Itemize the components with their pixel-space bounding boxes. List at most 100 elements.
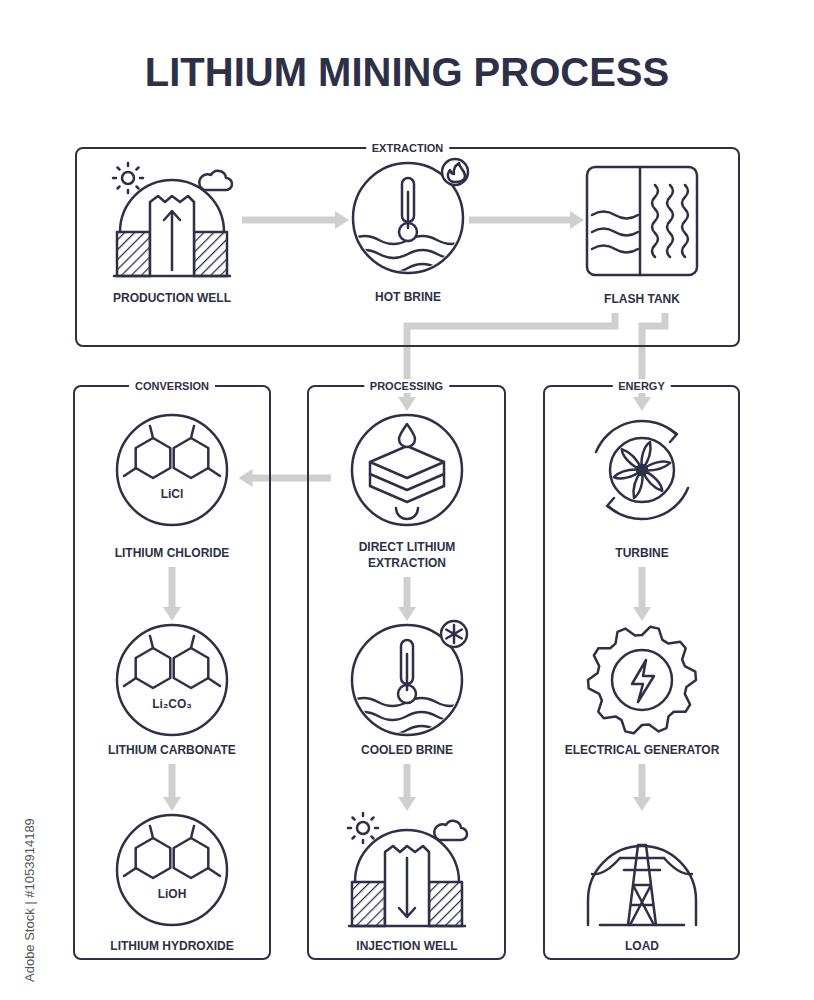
- molecule-circle: [117, 815, 227, 925]
- load-icon: [588, 845, 696, 925]
- step-label: HOT BRINE: [375, 289, 441, 305]
- flow-arrow: [242, 211, 349, 229]
- flow-arrow: [163, 764, 181, 811]
- icon-stroke: [396, 508, 418, 519]
- icon-stroke: [639, 167, 642, 275]
- process-step: PRODUCTION WELL: [108, 165, 236, 306]
- group-panel: ENERGYTURBINEELECTRICAL GENERATORLOAD: [543, 385, 740, 960]
- arrow-line: [639, 567, 646, 608]
- step-label: TURBINE: [615, 545, 668, 561]
- arrow-line: [404, 764, 411, 798]
- icon-stroke: [113, 163, 232, 276]
- icon-stroke: [442, 159, 468, 185]
- hexagon: [136, 648, 171, 688]
- arrow-line: [242, 217, 336, 224]
- icon-stroke: [632, 660, 654, 702]
- process-step: COOLED BRINE: [352, 625, 462, 758]
- icon-stroke: [612, 650, 672, 710]
- icon-stroke: [607, 498, 616, 512]
- process-step: LITHIUM HYDROXIDE: [105, 815, 239, 954]
- arrow-line: [169, 567, 176, 608]
- icon-stroke: [592, 858, 692, 874]
- step-label: LITHIUM HYDROXIDE: [110, 938, 233, 954]
- icon-stroke: [682, 185, 688, 257]
- hexagon: [174, 648, 209, 688]
- step-label: INJECTION WELL: [356, 938, 457, 954]
- flow-arrow: [469, 211, 584, 229]
- molecule-icons: [117, 415, 227, 925]
- step-label: DIRECT LITHIUM EXTRACTION: [342, 539, 472, 571]
- turbine-icon: [596, 421, 688, 519]
- icon-stroke: [399, 424, 415, 447]
- injection-well-icon: [348, 813, 467, 926]
- icon-stroke: [370, 474, 444, 490]
- process-step: DIRECT LITHIUM EXTRACTION: [337, 415, 477, 571]
- step-label: ELECTRICAL GENERATOR: [565, 742, 720, 758]
- icon-stroke: [350, 163, 466, 273]
- icon-stroke: [600, 924, 684, 927]
- molecule-circle: [117, 625, 227, 735]
- icon-stroke: [592, 246, 638, 253]
- dle-icon: [352, 415, 462, 525]
- icon-stroke: [448, 163, 465, 182]
- step-label: LITHIUM CHLORIDE: [115, 545, 230, 561]
- icon-stroke: [620, 845, 664, 925]
- flow-arrow: [398, 764, 416, 811]
- flow-arrow: [633, 764, 651, 811]
- group-heading: EXTRACTION: [366, 141, 450, 155]
- step-label: FLASH TANK: [604, 291, 680, 307]
- process-step: INJECTION WELL: [351, 815, 463, 954]
- arrow-head: [398, 607, 416, 621]
- production-well-icon: [113, 163, 232, 276]
- flow-arrow: [633, 313, 665, 411]
- icon-stroke: [370, 446, 444, 478]
- icon-stroke: [370, 462, 444, 486]
- process-step: LOAD: [587, 815, 697, 954]
- icon-stroke: [588, 846, 696, 925]
- icon-stroke: [348, 813, 467, 926]
- process-step: LITHIUM CARBONATE: [103, 625, 241, 758]
- step-label: LOAD: [625, 938, 659, 954]
- chemical-formula: LiCl: [159, 487, 186, 501]
- chemical-formula: LiOH: [156, 887, 189, 901]
- turbine-blade: [642, 456, 671, 478]
- chemical-formula: Li₂CO₃: [150, 697, 194, 711]
- icon-stroke: [587, 167, 697, 275]
- process-step: ELECTRICAL GENERATOR: [560, 625, 725, 758]
- icon-stroke: [370, 486, 444, 502]
- arrow-head: [570, 211, 584, 229]
- icon-stroke: [610, 438, 674, 502]
- arrow-line: [639, 764, 646, 798]
- arrow-head: [239, 469, 253, 487]
- icon-stroke: [592, 229, 638, 236]
- watermark: Adobe Stock | #1053914189: [22, 818, 37, 982]
- turbine-blade: [613, 463, 642, 485]
- group-heading: ENERGY: [612, 379, 670, 393]
- hexagon: [136, 438, 171, 478]
- turbine-blade: [617, 449, 646, 471]
- flow-arrow: [163, 567, 181, 621]
- arrow-head: [633, 397, 651, 411]
- group-heading: CONVERSION: [129, 379, 215, 393]
- arrow-head: [163, 607, 181, 621]
- arrow-head: [163, 797, 181, 811]
- bond-line: [124, 636, 220, 686]
- icon-stroke: [652, 185, 658, 257]
- gear-outline: [588, 627, 696, 734]
- flow-arrow: [633, 567, 651, 621]
- molecule-circle: [117, 415, 227, 525]
- icon-stroke: [399, 858, 415, 917]
- hexagon: [174, 438, 209, 478]
- arrow-line: [169, 764, 176, 798]
- group-panel: EXTRACTIONPRODUCTION WELLHOT BRINEFLASH …: [75, 147, 740, 347]
- arrow-head: [398, 797, 416, 811]
- group-panel: CONVERSIONLITHIUM CHLORIDELITHIUM CARBON…: [73, 385, 271, 960]
- bond-line: [124, 826, 220, 876]
- hexagon: [136, 838, 171, 878]
- bond-line: [124, 426, 220, 476]
- icon-stroke: [592, 212, 638, 219]
- generator-icon: [588, 627, 696, 734]
- arrow-line: [252, 475, 332, 482]
- icon-stroke: [667, 185, 673, 257]
